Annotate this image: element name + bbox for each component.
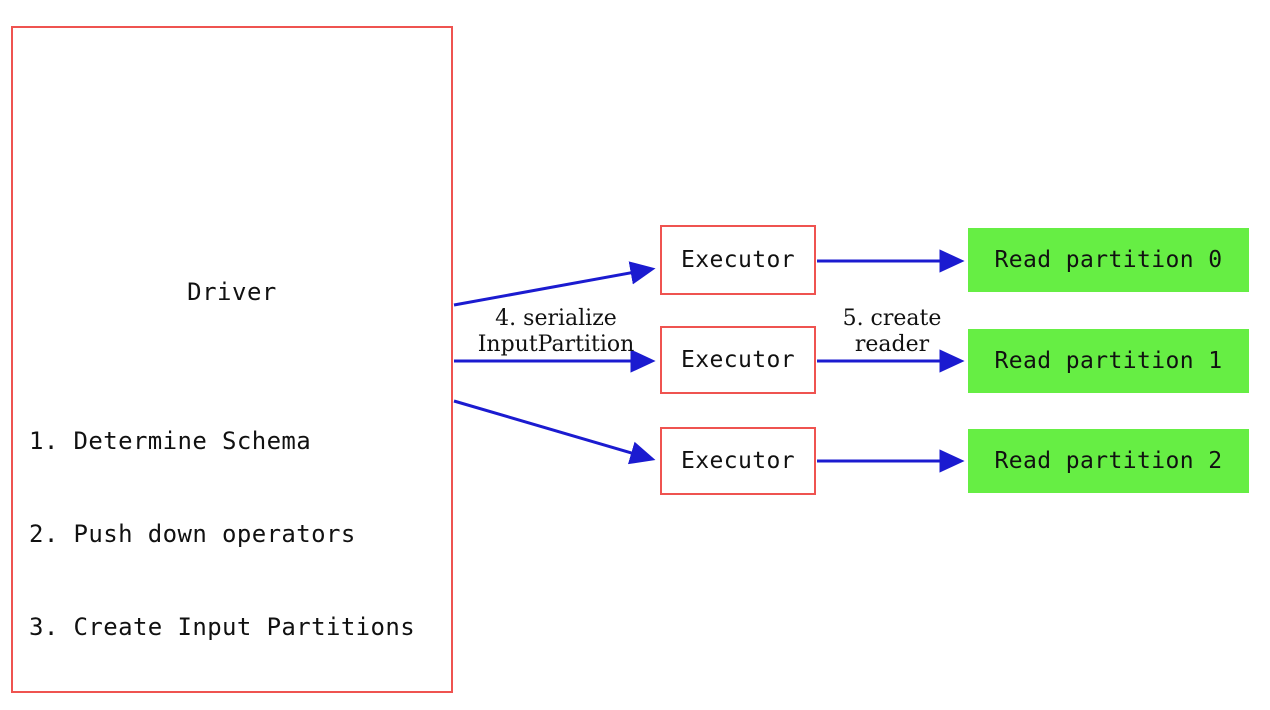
partition-box-0: Read partition 0 (968, 228, 1249, 292)
arrow-driver-to-executor-0 (453, 261, 656, 307)
driver-step-2: 2. Push down operators (29, 520, 356, 548)
edge-label-create-reader: 5. create reader (822, 306, 962, 358)
executor-box-2: Executor (660, 427, 816, 495)
executor-box-0: Executor (660, 225, 816, 295)
edge-label-serialize-line-1: 4. serialize (495, 306, 617, 331)
edge-label-create-reader-line-2: reader (854, 332, 930, 357)
partition-label-1: Read partition 1 (994, 348, 1223, 374)
arrow-driver-to-executor-2 (453, 399, 656, 465)
executor-box-1: Executor (660, 326, 816, 394)
partition-box-2: Read partition 2 (968, 429, 1249, 493)
driver-step-1: 1. Determine Schema (29, 427, 312, 455)
executor-label-0: Executor (681, 247, 795, 273)
edge-label-serialize: 4. serialize InputPartition (470, 306, 642, 358)
driver-step-list: 1. Determine Schema 2. Push down operato… (29, 364, 415, 705)
partition-label-0: Read partition 0 (994, 247, 1223, 273)
executor-label-1: Executor (681, 347, 795, 373)
driver-box: Driver 1. Determine Schema 2. Push down … (11, 26, 453, 693)
executor-label-2: Executor (681, 448, 795, 474)
edge-label-create-reader-line-1: 5. create (842, 306, 942, 331)
driver-title: Driver (187, 278, 277, 306)
partition-label-2: Read partition 2 (994, 448, 1223, 474)
driver-step-3: 3. Create Input Partitions (29, 613, 416, 641)
partition-box-1: Read partition 1 (968, 329, 1249, 393)
edge-label-serialize-line-2: InputPartition (477, 332, 635, 357)
